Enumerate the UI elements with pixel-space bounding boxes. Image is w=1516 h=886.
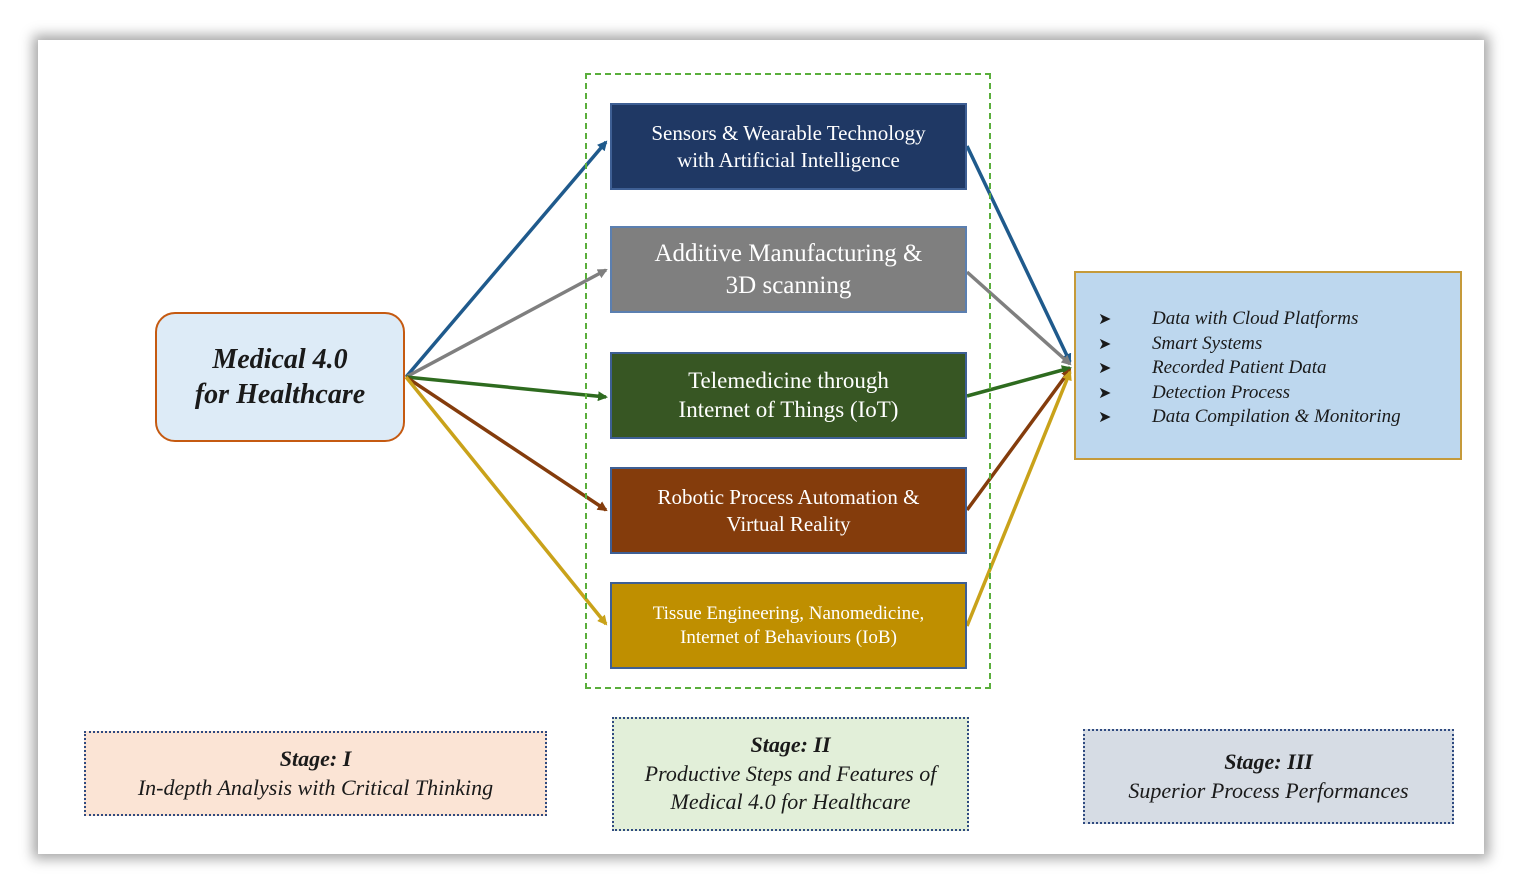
list-item: ➤ Recorded Patient Data	[1098, 356, 1401, 381]
stage-description: Productive Steps and Features of	[644, 760, 937, 786]
tech-box-robotic: Robotic Process Automation &Virtual Real…	[610, 467, 967, 554]
arrow-additive-to-outcomes	[965, 270, 1072, 366]
source-box: Medical 4.0 for Healthcare	[155, 312, 405, 442]
list-item: ➤ Data Compilation & Monitoring	[1098, 405, 1401, 430]
list-item: ➤ Detection Process	[1098, 381, 1401, 406]
outcome-text: Recorded Patient Data	[1152, 357, 1327, 378]
chevron-right-icon: ➤	[1098, 309, 1112, 328]
tech-line-2: Internet of Things (IoT)	[678, 396, 899, 422]
stage-description: Superior Process Performances	[1128, 777, 1409, 803]
arrow-source-to-robotic	[405, 375, 608, 512]
tech-line-1: Sensors & Wearable Technology	[651, 121, 926, 146]
arrow-source-to-sensors	[404, 140, 608, 379]
stage-description: In-depth Analysis with Critical Thinking	[137, 774, 494, 800]
chevron-right-icon: ➤	[1098, 358, 1112, 377]
tech-line-1: Robotic Process Automation &	[657, 485, 920, 510]
tech-line-2: with Artificial Intelligence	[677, 147, 900, 172]
tech-line-1: Telemedicine through	[688, 367, 889, 393]
stage-title: Stage: II	[750, 732, 831, 758]
outcomes-list: ➤ Data with Cloud Platforms ➤ Smart System…	[1098, 307, 1401, 430]
source-line-2: for Healthcare	[194, 379, 366, 410]
outcome-text: Detection Process	[1152, 381, 1291, 403]
tech-box-tissue: Tissue Engineering, Nanomedicine,Interne…	[610, 582, 967, 669]
arrow-telemedicine-to-outcomes	[966, 365, 1072, 398]
arrow-source-to-additive	[405, 268, 608, 379]
tech-line-2: Internet of Behaviours (IoB)	[680, 626, 897, 648]
stage-title: Stage: I	[279, 745, 352, 771]
arrow-robotic-to-outcomes	[965, 368, 1072, 512]
technologies-group	[585, 73, 991, 689]
arrow-tissue-to-outcomes	[965, 370, 1072, 627]
tech-line-2: Virtual Reality	[726, 511, 851, 536]
chevron-right-icon: ➤	[1098, 333, 1112, 353]
stage-title: Stage: III	[1224, 748, 1313, 774]
tech-line-1: Tissue Engineering, Nanomedicine,	[652, 602, 925, 624]
chevron-right-icon: ➤	[1098, 407, 1112, 426]
source-line-1: Medical 4.0	[212, 344, 348, 375]
tech-box-additive: Additive Manufacturing & 3D scanning	[610, 226, 967, 313]
outcome-text: Data with Cloud Platforms	[1152, 308, 1359, 329]
tech-line-1: Additive Manufacturing &	[654, 240, 923, 268]
chevron-right-icon: ➤	[1098, 382, 1112, 402]
stage-1-box: Stage: I In-depth Analysis with Critical…	[84, 731, 547, 816]
stage-3-box: Stage: III Superior Process Performances	[1083, 729, 1454, 824]
list-item: ➤ Data with Cloud Platforms	[1098, 307, 1401, 332]
arrow-source-to-tissue	[404, 375, 608, 626]
outcome-text: Smart Systems	[1152, 332, 1263, 354]
arrow-sensors-to-outcomes	[965, 145, 1072, 364]
arrow-source-to-telemedicine	[405, 375, 608, 402]
outcome-text: Data Compilation & Monitoring	[1152, 406, 1401, 427]
list-item: ➤ Smart Systems	[1098, 332, 1401, 357]
tech-line-2: 3D scanning	[725, 271, 852, 299]
stage-2-box: Stage: II Productive Steps and Features …	[612, 717, 969, 831]
outcomes-box: ➤ Data with Cloud Platforms ➤ Smart System…	[1074, 271, 1462, 460]
stage-description-line-2: Medical 4.0 for Healthcare	[670, 789, 911, 815]
